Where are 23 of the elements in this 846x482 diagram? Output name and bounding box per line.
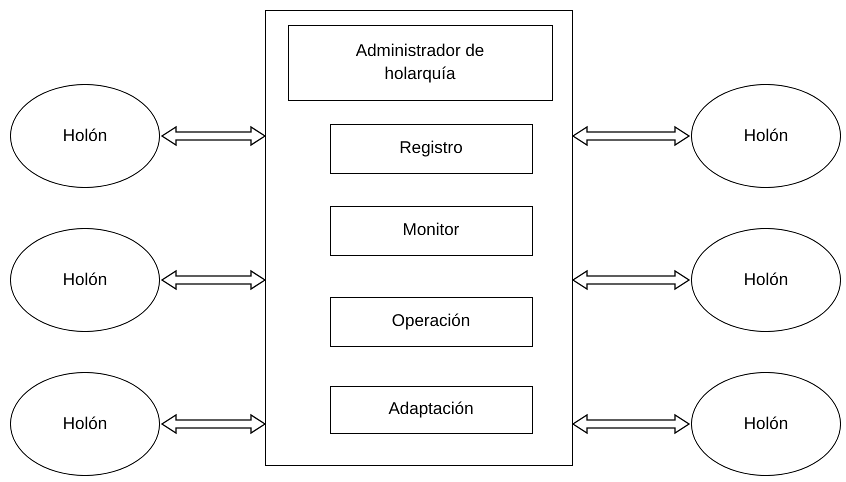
node-label: Holón (744, 124, 788, 147)
process-box (330, 296, 532, 346)
container-box (265, 10, 573, 466)
node-label: Adaptación (388, 398, 474, 420)
node-label: Registro (399, 137, 463, 160)
node-label: Administrador de holarquía (354, 40, 486, 84)
node-label: Operación (392, 310, 470, 332)
double-arrow (160, 414, 266, 434)
node-label: Holón (62, 412, 108, 435)
process-box (330, 386, 532, 434)
node-label: Holón (744, 268, 788, 291)
node-label: Monitor (402, 219, 460, 242)
process-box (330, 124, 532, 174)
node-label: Holón (744, 412, 788, 435)
double-arrow (160, 270, 266, 290)
double-arrow (572, 414, 690, 434)
double-arrow (572, 126, 690, 146)
process-box (330, 206, 532, 256)
process-box (288, 24, 552, 100)
node-label: Holón (62, 268, 108, 291)
double-arrow (572, 270, 690, 290)
double-arrow (160, 126, 266, 146)
node-label: Holón (62, 124, 108, 147)
